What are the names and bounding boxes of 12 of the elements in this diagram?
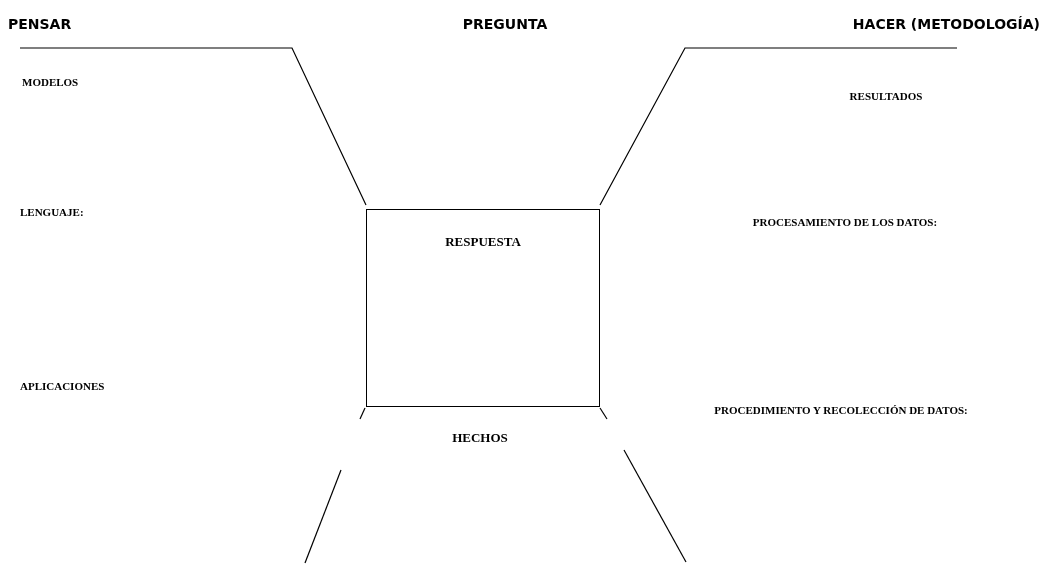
section-heading: PREGUNTA xyxy=(462,16,548,32)
section-label: MODELOS xyxy=(22,76,79,88)
section-label: HECHOS xyxy=(452,430,508,446)
section-heading: HACER (METODOLOGÍA) xyxy=(852,16,1040,32)
answer-heading: RESPUESTA xyxy=(444,234,522,250)
section-label: APLICACIONES xyxy=(20,380,105,392)
answer-box xyxy=(366,209,600,407)
section-label: PROCEDIMIENTO Y RECOLECCIÓN DE DATOS: xyxy=(714,404,968,416)
section-heading: PENSAR xyxy=(8,16,72,32)
section-label: PROCESAMIENTO DE LOS DATOS: xyxy=(752,216,938,228)
section-label: LENGUAJE: xyxy=(20,206,84,218)
section-label: RESULTADOS xyxy=(849,90,923,102)
